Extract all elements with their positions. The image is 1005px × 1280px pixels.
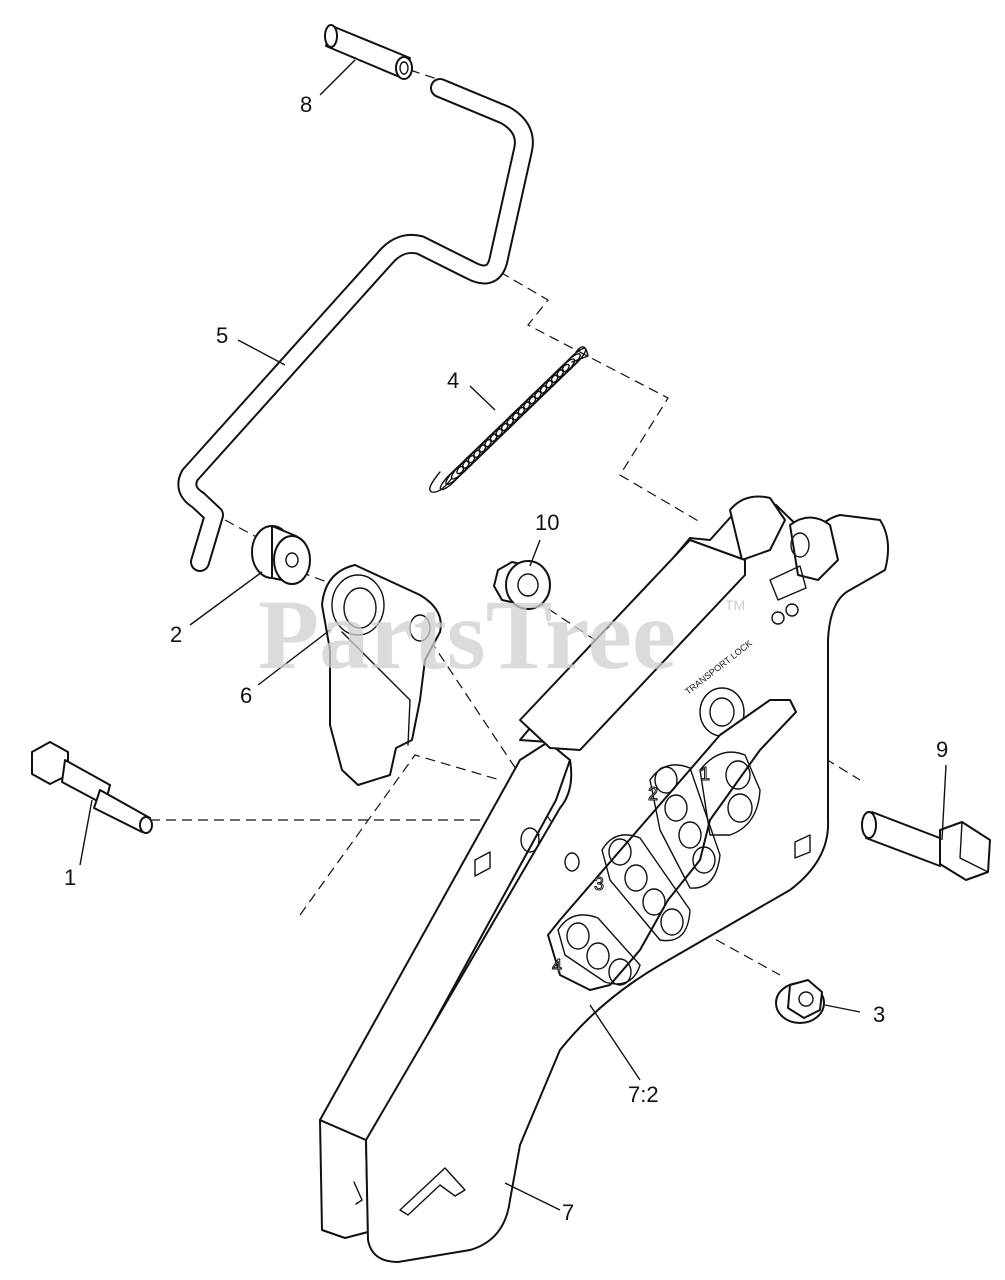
part-8-tube bbox=[324, 24, 413, 80]
callout-8: 8 bbox=[300, 92, 312, 117]
callout-1: 1 bbox=[64, 865, 76, 890]
part-6-lever bbox=[321, 564, 442, 786]
plate-group-label-4: 4 bbox=[552, 956, 562, 976]
part-9-hex-bolt bbox=[861, 811, 991, 881]
plate-group-3 bbox=[601, 834, 691, 942]
watermark-text: PartsTree bbox=[258, 579, 676, 690]
callouts: 8 5 4 10 2 6 1 9 3 7:2 7 bbox=[64, 92, 948, 1225]
plate-group-label-1: 1 bbox=[700, 764, 710, 784]
callout-5: 5 bbox=[216, 323, 228, 348]
callout-3: 3 bbox=[873, 1002, 885, 1027]
callout-4: 4 bbox=[447, 368, 459, 393]
callout-6: 6 bbox=[240, 683, 252, 708]
part-1-shoulder-bolt bbox=[31, 741, 153, 834]
callout-9: 9 bbox=[936, 737, 948, 762]
spring-coil bbox=[561, 347, 587, 373]
part-3-flange-nut bbox=[775, 979, 825, 1024]
part-5-rod bbox=[177, 78, 534, 572]
callout-7-2: 7:2 bbox=[628, 1082, 659, 1107]
callout-2: 2 bbox=[170, 622, 182, 647]
plate-group-label-2: 2 bbox=[648, 784, 658, 804]
part-10-flange-nut bbox=[493, 560, 551, 610]
watermark: PartsTree TM bbox=[258, 579, 745, 690]
callout-10: 10 bbox=[535, 510, 559, 535]
plate-group-label-3: 3 bbox=[594, 874, 604, 894]
plate-group-4 bbox=[557, 914, 641, 986]
watermark-tm: TM bbox=[725, 597, 745, 613]
part-2-bushing bbox=[251, 525, 311, 585]
plate-group-2 bbox=[649, 764, 721, 889]
part-4-spring bbox=[429, 346, 589, 493]
leader-lines bbox=[79, 59, 947, 1211]
callout-7: 7 bbox=[562, 1200, 574, 1225]
plate-group-1 bbox=[699, 751, 761, 836]
